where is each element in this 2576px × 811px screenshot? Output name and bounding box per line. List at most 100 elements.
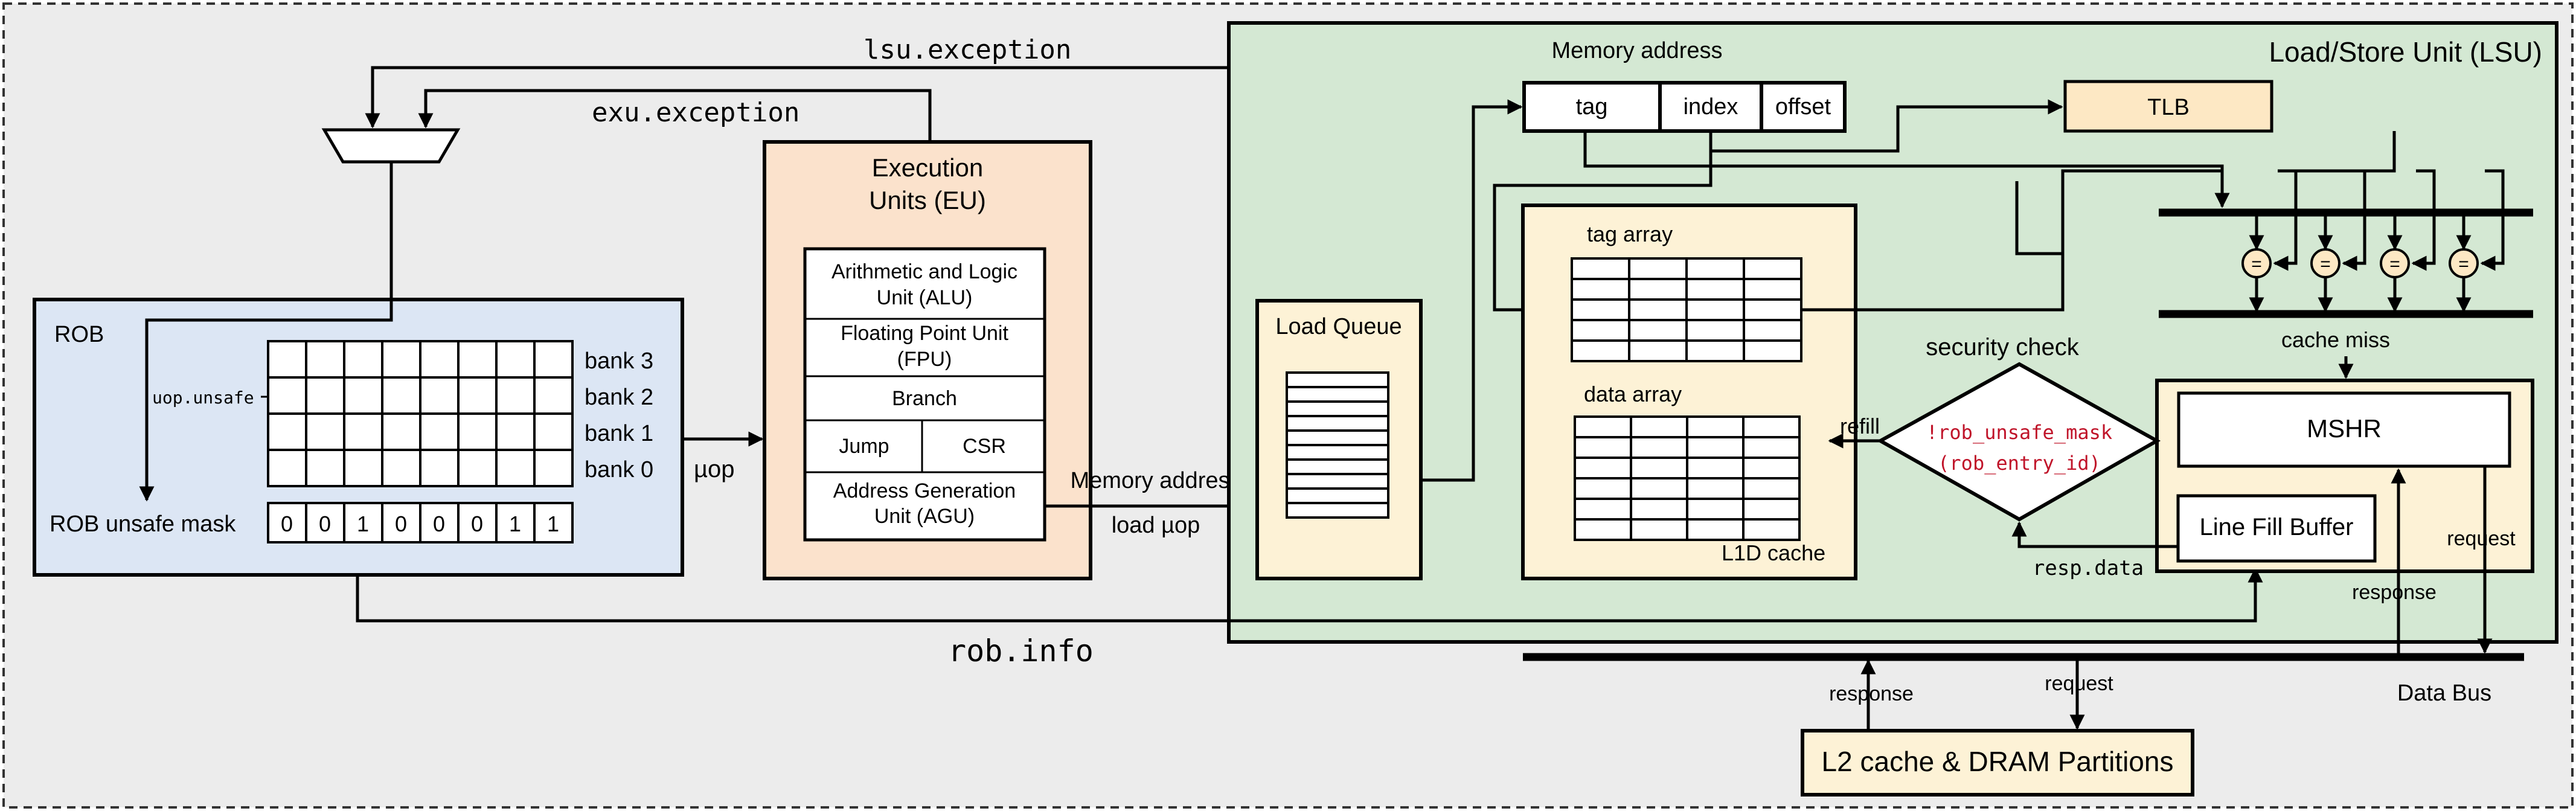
security-check-label: security check — [1926, 334, 2079, 361]
tlb-box — [2063, 80, 2273, 133]
rob-entry-cell — [495, 412, 536, 451]
address-field-offset — [1760, 81, 1847, 133]
tag-array-label: tag array — [1587, 222, 1673, 246]
rob-entry-cell — [381, 449, 421, 487]
comparator-tag-wire — [2411, 169, 2436, 271]
load-queue-entry — [1286, 444, 1389, 461]
data-array-cell — [1742, 415, 1801, 438]
resp-data-wire — [2011, 521, 2178, 548]
data-array-cell — [1574, 518, 1632, 541]
data-array-cell — [1630, 518, 1688, 541]
tag-array-grid — [1571, 257, 1802, 362]
address-field-tag — [1522, 81, 1662, 133]
data-array-cell — [1686, 415, 1745, 438]
data-array-cell — [1630, 498, 1688, 521]
agu-line2: Unit (AGU) — [874, 505, 975, 528]
load-queue-entry — [1286, 386, 1389, 403]
data-array-cell — [1574, 415, 1632, 438]
data-array-grid — [1574, 415, 1801, 541]
tlb-label: TLB — [2147, 95, 2190, 120]
tag-array-cell — [1743, 339, 1802, 362]
l2-cache-box — [1801, 729, 2194, 797]
comparator — [2449, 248, 2479, 278]
cache-miss-label: cache miss — [2281, 327, 2390, 352]
mask-bit: 1 — [547, 511, 559, 536]
mask-bit: 0 — [281, 511, 293, 536]
line-fill-buffer-label: Line Fill Buffer — [2200, 514, 2354, 540]
data-array-cell — [1574, 436, 1632, 459]
data-bus-label: Data Bus — [2397, 681, 2491, 706]
resp-data-label: resp.data — [2033, 556, 2144, 580]
jump-unit: Jump — [839, 435, 889, 458]
mask-bit: 0 — [319, 511, 331, 536]
tag-array-cell — [1743, 278, 1802, 301]
address-field-index — [1658, 81, 1763, 133]
rob-entry-cell — [533, 376, 574, 415]
tag-array-cell — [1571, 257, 1630, 280]
tag-array-cell — [1571, 278, 1630, 301]
comparator-symbol: = — [2251, 254, 2262, 274]
line-fill-buffer-box — [2176, 494, 2377, 563]
comparator — [2380, 248, 2410, 278]
rob-entry-cell — [533, 412, 574, 451]
comparator-tag-wire — [2273, 169, 2298, 271]
tag-array-cell — [1685, 319, 1745, 342]
rob-entry-cell — [381, 376, 421, 415]
data-array-cell — [1630, 477, 1688, 500]
load-queue-entry — [1286, 429, 1389, 446]
load-queue-entry — [1286, 473, 1389, 490]
mshr-box — [2177, 391, 2511, 468]
agu-line1: Address Generation — [833, 479, 1016, 502]
branch-unit: Branch — [892, 387, 957, 410]
exu-exception-wire — [418, 89, 932, 141]
comparator — [2310, 248, 2341, 278]
data-array-cell — [1686, 477, 1745, 500]
data-array-cell — [1686, 436, 1745, 459]
rob-info-label: rob.info — [948, 633, 1094, 668]
data-array-cell — [1630, 415, 1688, 438]
data-array-cell — [1686, 518, 1745, 541]
tag-array-cell — [1628, 319, 1688, 342]
rob-entry-cell — [419, 340, 460, 379]
rob-entry-cell — [343, 449, 383, 487]
mask-bit-cell — [267, 502, 307, 543]
rob-entry-cell — [381, 412, 421, 451]
lfb-response-label: response — [2352, 581, 2437, 604]
rob-entry-cell — [457, 449, 498, 487]
comparator-tag-wire — [2480, 169, 2505, 271]
rob-entry-cell — [533, 340, 574, 379]
mask-bit: 1 — [357, 511, 369, 536]
comparator — [2241, 248, 2272, 278]
uop-unsafe-label: uop.unsafe — [152, 388, 254, 408]
eu-title-line2: Units (EU) — [869, 186, 986, 214]
data-array-cell — [1574, 498, 1632, 521]
rob-entry-cell — [381, 340, 421, 379]
rob-bank-1-label: bank 1 — [585, 421, 653, 446]
rob-entry-cell — [457, 376, 498, 415]
mask-expression-line2: (rob_entry_id) — [1938, 452, 2101, 475]
fpu-line2: (FPU) — [897, 348, 952, 371]
l2-cache-label: L2 cache & DRAM Partitions — [1822, 746, 2174, 777]
rob-bank-2-label: bank 2 — [585, 385, 653, 410]
load-queue-entry — [1286, 371, 1389, 388]
mask-bit: 0 — [395, 511, 407, 536]
refill-label: refill — [1840, 414, 1880, 438]
data-array-cell — [1742, 436, 1801, 459]
rob-entry-cell — [267, 449, 307, 487]
tag-array-cell — [1743, 298, 1802, 321]
data-array-cell — [1686, 457, 1745, 479]
rob-block: ROB bank 3 bank 2 bank 1 bank 0 uop.unsa… — [33, 298, 684, 577]
rob-entry-cell — [343, 376, 383, 415]
mshr-request-label: request — [2447, 527, 2516, 550]
load-queue-entry — [1286, 502, 1389, 519]
data-array-cell — [1630, 457, 1688, 479]
tag-array-cell — [1628, 278, 1688, 301]
tag-array-cell — [1628, 339, 1688, 362]
tag-array-cell — [1743, 319, 1802, 342]
offset-label: offset — [1775, 94, 1831, 120]
rob-entry-cell — [495, 449, 536, 487]
exception-mux — [321, 128, 461, 164]
lsu-title: Load/Store Unit (LSU) — [2269, 36, 2542, 68]
mshr-label: MSHR — [2307, 414, 2382, 443]
load-queue-entry — [1286, 458, 1389, 475]
